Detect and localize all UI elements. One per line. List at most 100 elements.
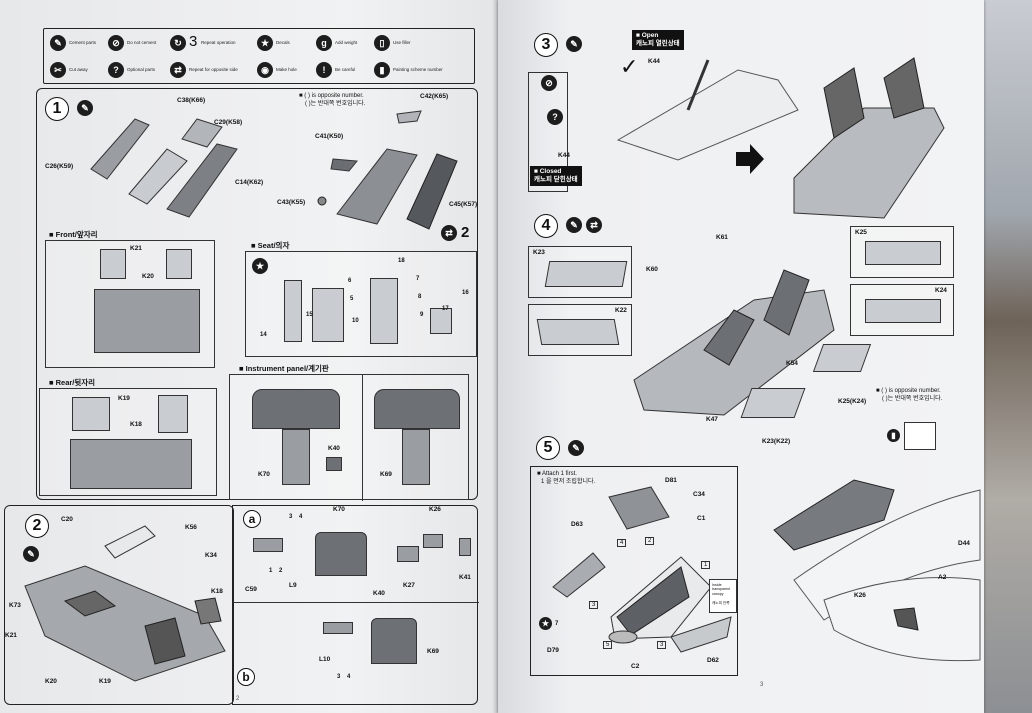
instrument-box: K70 K40 K69 bbox=[229, 374, 469, 501]
front-panel-left bbox=[100, 249, 126, 279]
instrument-heading: ■ Instrument panel/계기판 bbox=[239, 364, 329, 373]
paint-tag-box: ▮ bbox=[887, 422, 936, 450]
attach-note-kr: 1 을 먼저 조립합니다. bbox=[541, 479, 596, 485]
seat-callout: 9 bbox=[420, 312, 424, 318]
checkmark-icon: ✓ bbox=[620, 54, 639, 79]
legend-weight: Add weight bbox=[335, 40, 358, 45]
right-page-number: 3 bbox=[760, 682, 764, 688]
seat-callout: 7 bbox=[416, 276, 420, 282]
seat-callout: 5 bbox=[350, 296, 354, 302]
paint-note: Inside transparent canopy bbox=[712, 583, 731, 596]
part-label: D62 bbox=[707, 657, 719, 664]
seat-view-3 bbox=[370, 278, 398, 344]
k22-panel bbox=[536, 319, 620, 345]
part-label: D63 bbox=[571, 521, 583, 528]
legend-repeat: Repeat operation bbox=[201, 40, 236, 45]
canopy-parts-drawing bbox=[552, 486, 732, 653]
no-cement-icon: ⊘ bbox=[108, 35, 124, 51]
repeat-number: 2 bbox=[461, 224, 470, 241]
cement-icon: ✎ bbox=[23, 546, 39, 562]
drill-icon: ◉ bbox=[257, 62, 273, 78]
front-heading: ■ Front/앞자리 bbox=[49, 230, 98, 239]
part-label: K69 bbox=[380, 471, 392, 478]
decal-callout: 1 bbox=[269, 568, 273, 574]
arrow-right-icon bbox=[736, 144, 764, 174]
side-part-b bbox=[323, 622, 353, 634]
rear-console bbox=[70, 439, 192, 489]
left-page: ✎ Cement parts ⊘ Do not cement ↻ 3 Repea… bbox=[0, 0, 498, 713]
k40-gauge bbox=[326, 457, 342, 471]
part-label: K21 bbox=[5, 632, 17, 639]
no-cement-icon: ⊘ bbox=[541, 75, 557, 91]
part-label: K23 bbox=[533, 249, 545, 256]
decal-icon: ★ bbox=[539, 617, 552, 630]
seat-callout: 14 bbox=[260, 332, 267, 338]
front-panel-right bbox=[166, 249, 192, 279]
k23k22-clear-panel bbox=[740, 388, 806, 418]
cement-icon: ✎ bbox=[566, 36, 582, 52]
paint-note-box: Inside transparent canopy 캐노피 안쪽 bbox=[709, 579, 737, 613]
seat-heading: ■ Seat/의자 bbox=[251, 241, 290, 250]
part-label: K22 bbox=[615, 307, 627, 314]
legend-hole: Make hole bbox=[276, 67, 297, 72]
part-label: K56 bbox=[185, 524, 197, 531]
k23-panel bbox=[544, 261, 628, 287]
seat-box: ★ 18 7 6 8 5 15 16 9 10 17 14 bbox=[245, 251, 477, 357]
seat-callout: 16 bbox=[462, 290, 469, 296]
part-label: D79 bbox=[547, 647, 559, 654]
decal-callout: 3 bbox=[337, 674, 341, 680]
part-label: C38(K66) bbox=[177, 97, 206, 104]
boxed-num: 3 bbox=[589, 601, 599, 609]
canopy-open-drawing bbox=[616, 59, 799, 161]
step4-number: 4 bbox=[534, 214, 558, 238]
decal-callout: 4 bbox=[347, 674, 351, 680]
part-label: D81 bbox=[665, 477, 677, 484]
sub-a-label: a bbox=[243, 510, 261, 528]
legend-no-cement: Do not cement bbox=[127, 40, 157, 45]
part-label: K19 bbox=[118, 395, 130, 402]
cockpit-assembled-drawing bbox=[793, 57, 945, 219]
decal-icon: ★ bbox=[257, 35, 273, 51]
rear-instrument-column bbox=[402, 429, 430, 485]
part-label: C34 bbox=[693, 491, 705, 498]
front-console bbox=[94, 289, 200, 353]
seat-callout: 10 bbox=[352, 318, 359, 324]
part-label: C41(K50) bbox=[315, 133, 344, 140]
attach-note: ■ Attach 1 first. bbox=[537, 471, 577, 477]
rear-tub-b bbox=[371, 618, 417, 664]
part-label: K60 bbox=[646, 266, 658, 273]
left-page-number: 2 bbox=[236, 696, 240, 702]
cockpit-tub-drawing bbox=[633, 269, 835, 416]
part-label: K70 bbox=[333, 506, 345, 513]
part-label: K61 bbox=[716, 234, 728, 241]
legend-cement: Cement parts bbox=[69, 40, 97, 45]
boxed-num: 2 bbox=[645, 537, 655, 545]
part-label: K34 bbox=[205, 552, 217, 559]
step2-sub-frame: a C59 L9 K70 K40 K27 K26 K41 3 4 1 2 b L… bbox=[232, 505, 479, 705]
part-label: A2 bbox=[938, 574, 947, 581]
weight-icon: g bbox=[316, 35, 332, 51]
paint-icon: ▮ bbox=[887, 429, 900, 442]
part-label: K20 bbox=[142, 273, 154, 280]
opposite-note: ■ ( ) is opposite number. bbox=[876, 388, 941, 394]
part-label: C42(K65) bbox=[420, 93, 449, 100]
seat-view-1 bbox=[284, 280, 302, 342]
part-label: C26(K59) bbox=[45, 163, 74, 170]
closed-label-kr: 캐노피 닫힌상태 bbox=[534, 175, 578, 183]
nose-assembly-drawing bbox=[773, 479, 981, 662]
step5-subframe: ■ Attach 1 first. 1 을 먼저 조립합니다. D81 C34 … bbox=[530, 466, 738, 676]
rear-box: K19 K18 bbox=[39, 388, 217, 496]
seat-callout: 17 bbox=[442, 306, 449, 312]
legend-cut: Cut away bbox=[69, 67, 88, 72]
repeat-number: 3 bbox=[189, 33, 198, 50]
part-label: K70 bbox=[258, 471, 270, 478]
k23-box: K23 bbox=[528, 246, 632, 298]
decal-callout: 4 bbox=[299, 514, 303, 520]
rear-instrument-panel bbox=[374, 389, 460, 429]
side-part-a bbox=[253, 538, 283, 552]
part-label: D44 bbox=[958, 540, 970, 547]
seat-callout: 6 bbox=[348, 278, 352, 284]
part-label: K21 bbox=[130, 245, 142, 252]
sub-divider bbox=[233, 602, 479, 603]
